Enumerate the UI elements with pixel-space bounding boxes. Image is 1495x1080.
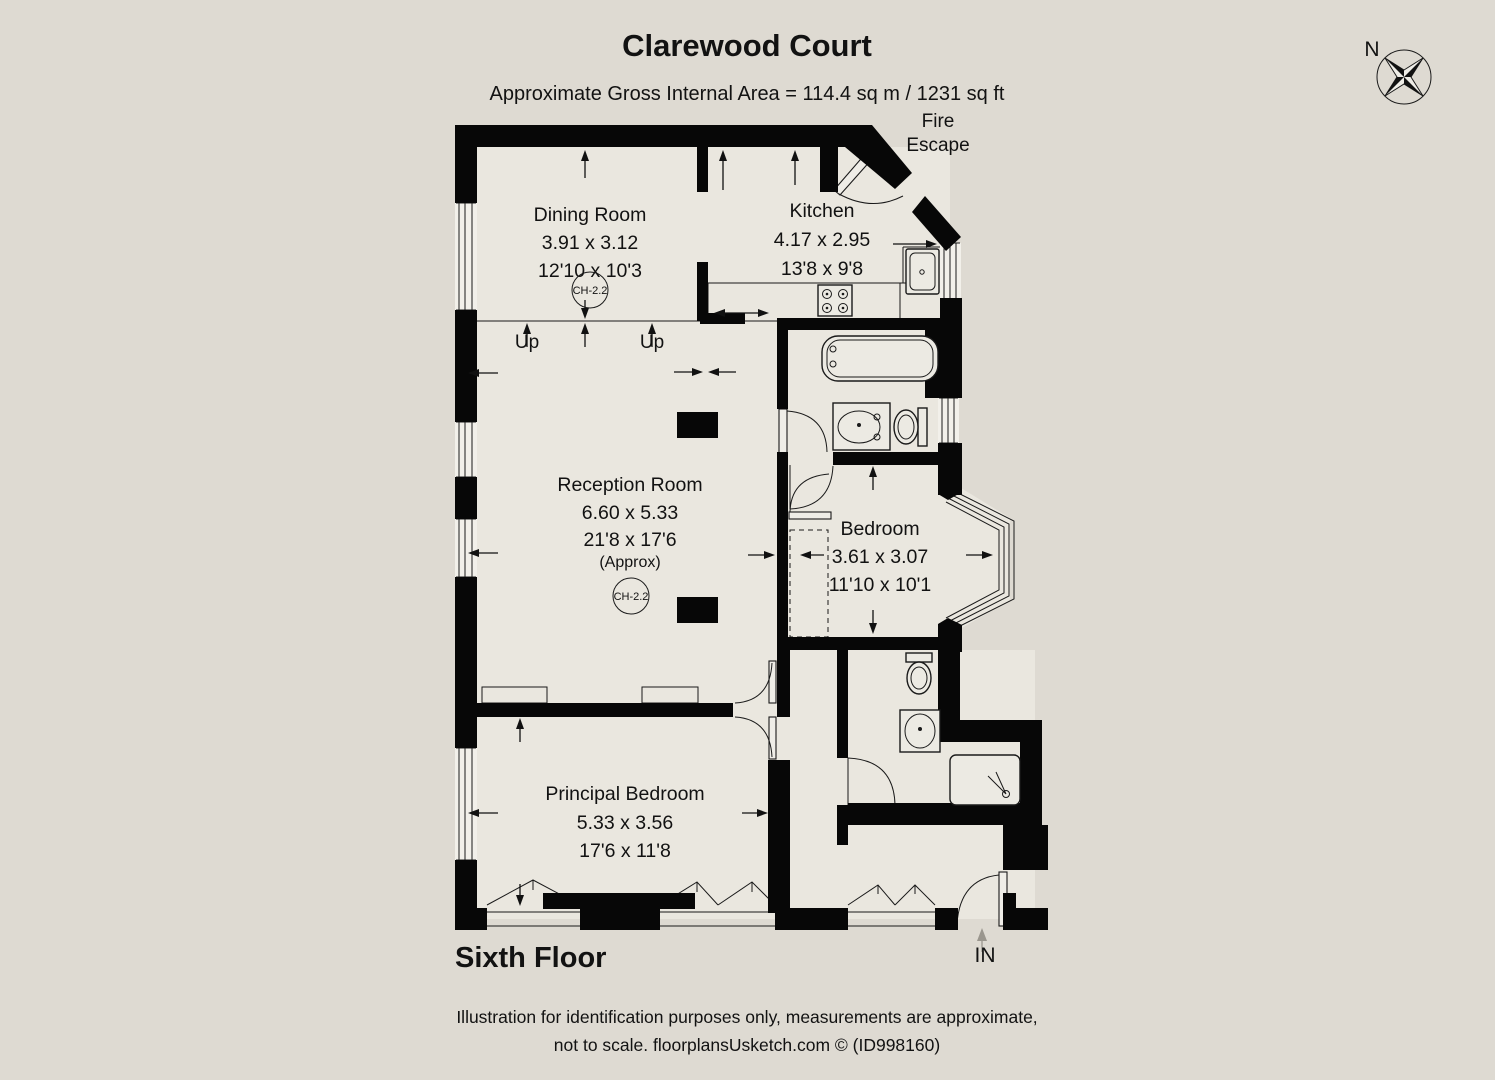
room-imperial: 13'8 x 9'8: [781, 258, 863, 280]
arrow: [800, 551, 824, 559]
room-imperial: 17'6 x 11'8: [579, 840, 671, 862]
arrow: [674, 368, 703, 376]
walls: [455, 125, 1048, 930]
footer-disclaimer: Illustration for identification purposes…: [456, 1007, 1037, 1055]
door: [847, 757, 896, 806]
room-metric: 3.91 x 3.12: [542, 232, 639, 254]
arrow: [468, 809, 498, 817]
bay-window: [945, 486, 1015, 634]
room-name: Reception Room: [557, 474, 702, 496]
arrow: [523, 323, 531, 347]
arrow: [516, 884, 524, 906]
page-subtitle: Approximate Gross Internal Area = 114.4 …: [490, 83, 1005, 105]
room-metric: 4.17 x 2.95: [774, 229, 871, 251]
arrow: [791, 150, 799, 185]
ceiling-height: CH-2.2: [614, 591, 649, 603]
compass-north-label: N: [1364, 38, 1379, 61]
room-name: Kitchen: [789, 200, 854, 222]
hob-icon: [817, 284, 853, 317]
window: [455, 421, 477, 578]
reception-room-label: Reception Room 6.60 x 5.33 21'8 x 17'6 (…: [557, 474, 703, 615]
shower-room-sink-icon: [899, 709, 941, 753]
bathroom-toilet-icon: [893, 407, 928, 447]
up-label: Up: [515, 332, 539, 353]
bathroom-sink-icon: [832, 402, 891, 451]
floor-label: Sixth Floor: [455, 942, 606, 974]
room-labels: Dining Room 3.91 x 3.12 12'10 x 10'3 CH-…: [534, 200, 932, 862]
ceiling-height-circle: [612, 577, 650, 615]
arrow: [648, 323, 656, 347]
window: [938, 397, 959, 444]
compass-icon: N: [1364, 38, 1432, 105]
bathtub-icon: [821, 335, 939, 382]
room-name: Principal Bedroom: [545, 783, 704, 805]
arrow: [719, 150, 727, 190]
up-label: Up: [640, 332, 664, 353]
ceiling-height-circle: [571, 271, 609, 309]
kitchen-sink-icon: [905, 248, 940, 295]
arrow: [742, 809, 768, 817]
room-imperial: 12'10 x 10'3: [538, 260, 642, 282]
room-imperial: 11'10 x 10'1: [829, 574, 932, 596]
window: [455, 747, 477, 861]
annotations: Fire Escape Up Up IN Sixth Floor: [455, 111, 996, 974]
room-approx: (Approx): [599, 554, 660, 571]
window: [940, 242, 961, 301]
page-title: Clarewood Court: [622, 28, 872, 63]
fire-escape-label: Fire: [922, 111, 955, 132]
door: [789, 465, 834, 510]
room-metric: 5.33 x 3.56: [577, 812, 674, 834]
ceiling-height: CH-2.2: [573, 285, 608, 297]
fire-escape-label: Escape: [906, 135, 969, 156]
arrow: [468, 549, 498, 557]
shower-tray-icon: [949, 754, 1021, 806]
window: [455, 202, 477, 311]
fixtures: [817, 248, 1021, 806]
column: [677, 412, 718, 438]
room-name: Dining Room: [534, 204, 647, 226]
shower-room-toilet-icon: [905, 652, 933, 695]
principal-bedroom-label: Principal Bedroom 5.33 x 3.56 17'6 x 11'…: [545, 783, 704, 862]
footer-line2: not to scale. floorplansUsketch.com © (I…: [554, 1035, 940, 1055]
footer-line1: Illustration for identification purposes…: [456, 1007, 1037, 1027]
arrow: [708, 368, 736, 376]
arrow: [869, 610, 877, 634]
window: [486, 879, 936, 927]
arrow: [581, 323, 589, 347]
entrance-arrow: [977, 928, 987, 952]
arrow: [966, 551, 993, 559]
room-metric: 6.60 x 5.33: [582, 502, 679, 524]
arrow: [581, 150, 589, 178]
arrow: [869, 466, 877, 490]
arrow: [468, 369, 498, 377]
arrow: [516, 718, 524, 742]
room-name: Bedroom: [840, 518, 919, 540]
bedroom-label: Bedroom 3.61 x 3.07 11'10 x 10'1: [829, 518, 932, 596]
room-imperial: 21'8 x 17'6: [583, 529, 676, 551]
arrow: [714, 309, 769, 317]
entrance-label: IN: [975, 944, 996, 967]
room-metric: 3.61 x 3.07: [832, 546, 929, 568]
arrow: [893, 240, 937, 248]
column: [677, 597, 718, 623]
dining-room-label: Dining Room 3.91 x 3.12 12'10 x 10'3 CH-…: [534, 204, 647, 309]
double-door: [734, 660, 777, 760]
arrow: [748, 551, 775, 559]
kitchen-label: Kitchen 4.17 x 2.95 13'8 x 9'8: [774, 200, 871, 280]
door: [788, 473, 832, 520]
dimension-arrows: [468, 150, 993, 952]
